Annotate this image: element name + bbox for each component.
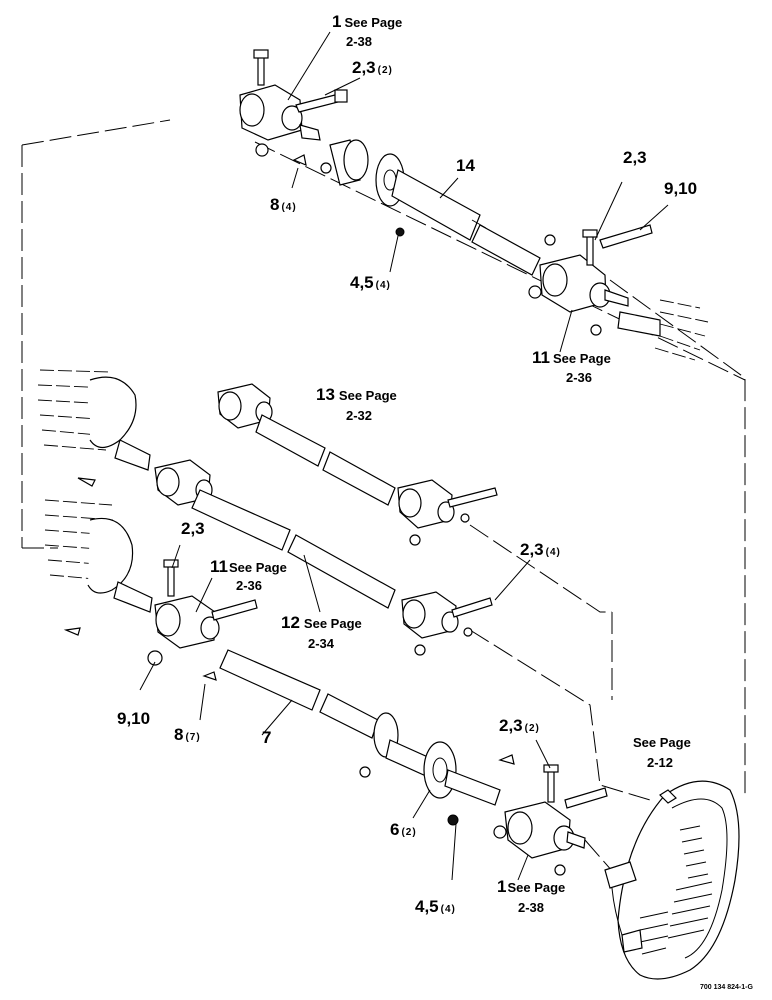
callout-14: 14 <box>456 156 475 175</box>
callout-12-page: 2-34 <box>308 636 335 651</box>
callout-1-bottom-page: 2-38 <box>518 900 544 915</box>
callout-8-left: 8(7) <box>174 725 201 744</box>
callout-2-3-bottom: 2,3(2) <box>499 716 540 735</box>
callout-11-left-page: 2-36 <box>236 578 262 593</box>
callout-4-5-bottom: 4,5(4) <box>415 897 456 916</box>
callout-6: 6(2) <box>390 820 417 839</box>
callout-8-top: 8(4) <box>270 195 297 214</box>
shaft-13-b <box>322 451 396 506</box>
gearbox <box>604 780 740 980</box>
sprocket-upper <box>37 369 151 487</box>
universal-joint-12-right <box>401 591 493 656</box>
callout-2-3-top: 2,3(2) <box>352 58 393 77</box>
universal-joint-right <box>528 224 653 336</box>
callout-9-10-left: 9,10 <box>117 709 150 728</box>
callout-4-5-top: 4,5(4) <box>350 273 391 292</box>
shaft-stub-right <box>617 299 709 361</box>
callout-gearbox-page: 2-12 <box>647 755 673 770</box>
sprocket-lower <box>44 499 153 636</box>
assembly-boundary-lines <box>21 119 746 881</box>
universal-joint-11-left <box>147 559 258 681</box>
callout-1-top-page: 2-38 <box>346 34 372 49</box>
callout-2-3-mid: 2,3(4) <box>520 540 561 559</box>
figure-reference: 700 134 824-1-G <box>700 984 753 991</box>
shaft-7 <box>219 649 379 739</box>
shaft-12-a <box>191 489 291 551</box>
callout-7: 7 <box>262 728 271 747</box>
callout-13-page: 2-32 <box>346 408 372 423</box>
gearbox-fins <box>639 825 713 955</box>
leader-lines <box>139 31 669 881</box>
top-assembly <box>239 49 709 361</box>
callout-9-10-right: 9,10 <box>664 179 697 198</box>
universal-joint-13-right <box>397 479 498 546</box>
middle-assembly <box>217 383 498 546</box>
universal-joint-13-left <box>217 383 273 429</box>
bolt-top <box>295 89 348 113</box>
callout-2-3-right: 2,3 <box>623 148 647 167</box>
shaft-12-b <box>287 534 396 609</box>
callout-11-left: 11See Page <box>210 557 287 576</box>
shaft-14 <box>391 169 556 276</box>
callout-11-right-page: 2-36 <box>566 370 592 385</box>
callout-2-3-left: 2,3 <box>181 519 205 538</box>
callout-1-bottom: 1See Page <box>497 877 565 896</box>
universal-joint-top <box>239 49 321 157</box>
assembly-12 <box>154 459 493 656</box>
callout-gearbox-note: See Page <box>633 735 691 750</box>
universal-joint-bottom <box>493 764 608 876</box>
hub-flange-bottom <box>359 712 515 826</box>
shaft-13-a <box>255 414 326 467</box>
